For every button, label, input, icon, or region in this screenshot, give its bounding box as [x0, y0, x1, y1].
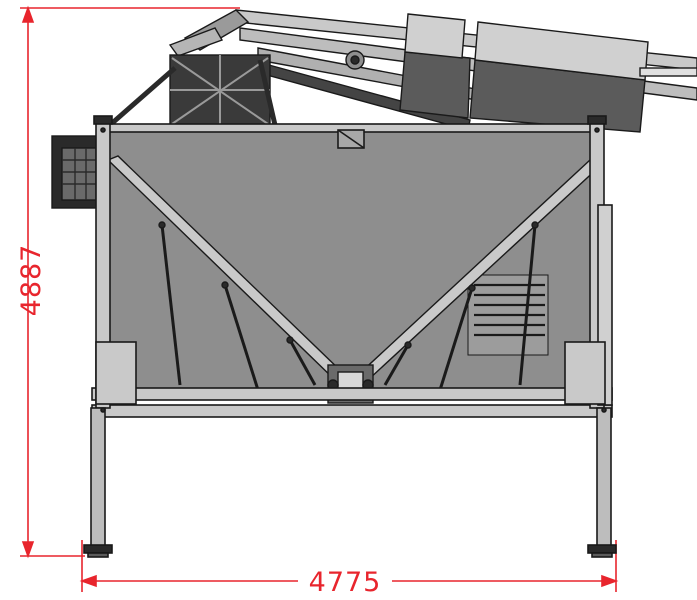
- width-dimension-label: 4775: [309, 567, 382, 598]
- right-foot-pad: [591, 552, 613, 558]
- strut-joint: [468, 284, 476, 292]
- strut-left-1: [160, 224, 182, 386]
- strut-left-2: [223, 284, 260, 391]
- strut-joint: [404, 341, 412, 349]
- left-post-cap: [93, 115, 113, 125]
- cylinder-top-plate-left: [404, 13, 466, 59]
- post-bolt: [100, 407, 106, 413]
- cylinder-top-plate-right: [474, 21, 649, 81]
- operator-cage: [108, 54, 278, 128]
- post-bolt: [601, 407, 607, 413]
- post-bolt: [100, 127, 106, 133]
- strut-right-1: [518, 224, 537, 386]
- support-frame: [83, 115, 617, 558]
- right-leg: [596, 407, 612, 547]
- control-box-grille: [61, 147, 97, 201]
- height-arrow-top: [21, 5, 35, 23]
- cage-support-right: [257, 59, 278, 126]
- boom-arm-assembly: [168, 9, 697, 133]
- bottom-beam: [91, 387, 613, 401]
- height-arrow-bottom: [21, 541, 35, 559]
- left-leg: [90, 407, 106, 547]
- cage-support-left: [108, 66, 177, 127]
- boom-pivot-pin-inner: [350, 55, 360, 65]
- strut-joint: [531, 221, 539, 229]
- dimension-annotations: [20, 5, 619, 592]
- width-arrow-right: [601, 574, 619, 588]
- strut-joint: [158, 221, 166, 229]
- hopper-top-hatch-diag: [337, 129, 365, 149]
- right-corner-bracket: [564, 341, 606, 405]
- hopper-body: [99, 123, 601, 391]
- left-corner-bracket: [95, 341, 137, 405]
- strut-right-2: [438, 287, 474, 391]
- strut-joint: [286, 336, 294, 344]
- height-dimension-label: 4887: [16, 244, 47, 317]
- cylinder-housing-left: [399, 51, 471, 119]
- control-box: [51, 135, 101, 209]
- strut-left-3: [288, 339, 317, 386]
- strut-joint: [221, 281, 229, 289]
- right-foot: [587, 544, 617, 554]
- lower-beam: [91, 404, 613, 418]
- left-foot: [83, 544, 113, 554]
- strut-right-3: [383, 344, 410, 386]
- top-linkage-plate-2: [168, 27, 224, 57]
- width-arrow-left: [79, 574, 97, 588]
- cylinder-rod: [639, 67, 697, 77]
- post-bolt: [594, 127, 600, 133]
- vent-grille: [467, 274, 549, 356]
- left-foot-pad: [87, 552, 109, 558]
- right-post-cap: [587, 115, 607, 125]
